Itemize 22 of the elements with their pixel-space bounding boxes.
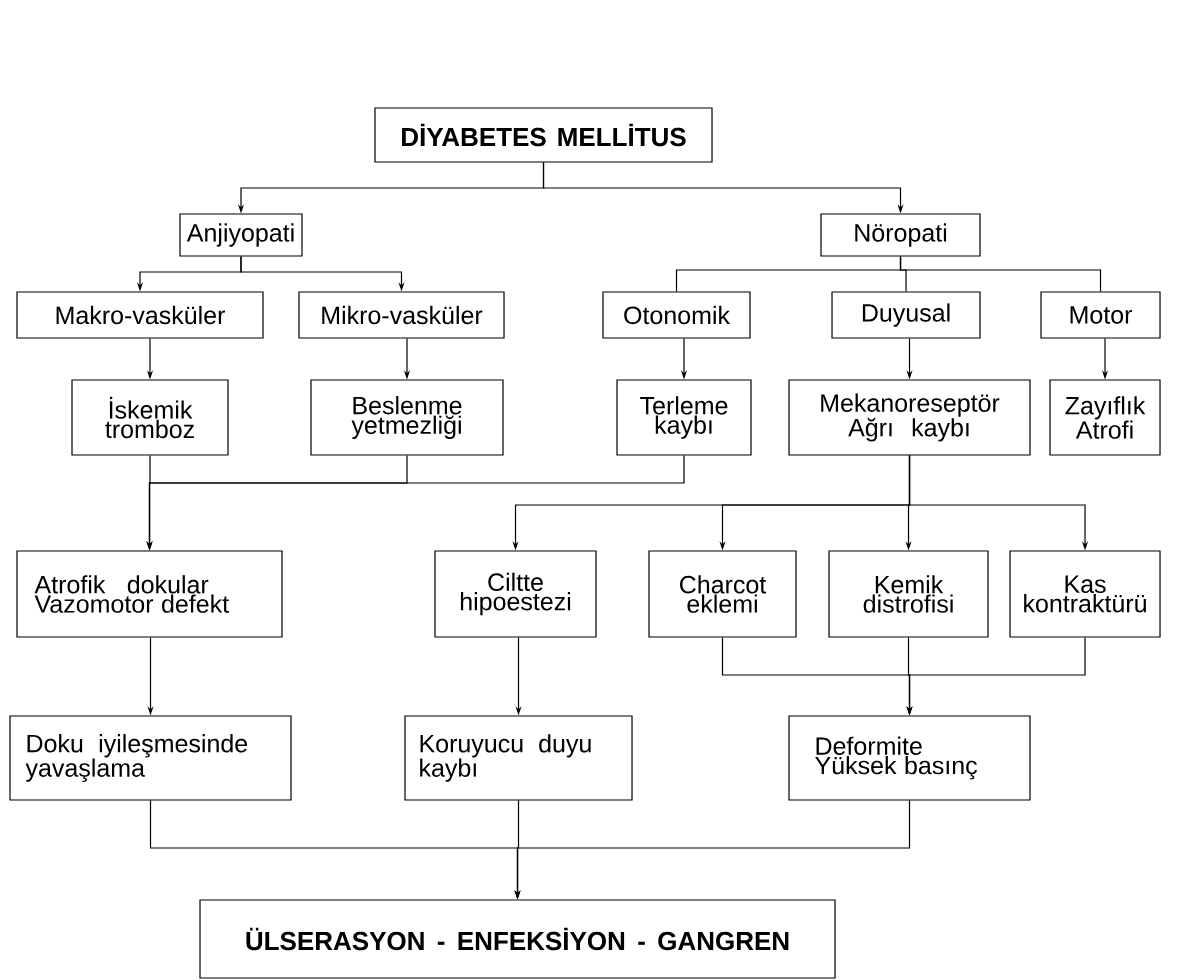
title-box: ÜLSERASYON - ENFEKSİYON - GANGREN [199, 899, 836, 979]
process-box: Anjiyopati [179, 213, 303, 257]
process-box: Koruyucu duyu kaybı [404, 715, 633, 801]
title-box: DİYABETES MELLİTUS [374, 107, 713, 163]
process-box: Charcot eklemi [648, 550, 797, 638]
process-box: Beslenme yetmezliği [310, 379, 504, 456]
process-box: Mekanoreseptör Ağrı kaybı [788, 379, 1031, 456]
process-box: Atrofik dokular Vazomotor defekt [16, 550, 283, 638]
process-box: Nöropati [820, 213, 981, 257]
process-box: Terleme kaybı [616, 379, 752, 456]
process-box: Duyusal [831, 291, 981, 339]
process-box: Ciltte hipoestezi [434, 550, 597, 638]
process-box: Motor [1040, 291, 1161, 339]
process-box: Doku iyileşmesinde yavaşlama [9, 715, 292, 801]
process-box: Otonomik [602, 291, 751, 339]
process-box: İskemik tromboz [71, 379, 229, 456]
process-box: Deformite Yüksek basınç [788, 715, 1031, 801]
process-box: Zayıflık Atrofi [1049, 379, 1161, 456]
process-box: Kemik distrofisi [828, 550, 989, 638]
process-box: Makro-vasküler [16, 291, 264, 339]
process-box: Kas kontraktürü [1009, 550, 1161, 638]
process-box: Mikro-vasküler [298, 291, 505, 339]
